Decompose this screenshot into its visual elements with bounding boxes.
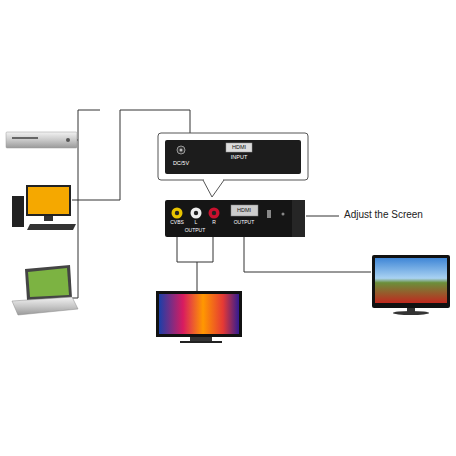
wire xyxy=(120,110,190,134)
art-part xyxy=(6,132,77,148)
wires xyxy=(70,110,371,298)
wire xyxy=(72,110,120,200)
converter-top-panel xyxy=(165,140,301,174)
port-label: DC/5V xyxy=(173,161,189,167)
art-part xyxy=(12,196,24,227)
art-part xyxy=(372,255,450,308)
art-part xyxy=(25,265,72,300)
wire xyxy=(177,237,213,262)
port-label: OUTPUT xyxy=(185,228,206,233)
converter-front-panel xyxy=(165,200,305,237)
dvd-player xyxy=(6,132,77,148)
art-part xyxy=(194,211,198,215)
art-part xyxy=(12,297,78,315)
art-part xyxy=(156,291,242,337)
art-part xyxy=(66,138,70,142)
art-part xyxy=(44,216,53,221)
note-label: Adjust the Screen xyxy=(344,210,423,220)
art-part xyxy=(203,180,224,197)
art-part xyxy=(27,224,76,230)
art-part xyxy=(226,143,252,152)
art-part xyxy=(12,137,38,139)
callout-bubble xyxy=(158,133,308,197)
art-part xyxy=(159,294,239,334)
art-part xyxy=(190,337,212,341)
art-part xyxy=(212,211,216,215)
art-part xyxy=(180,341,222,343)
art-part xyxy=(267,210,271,218)
art-part xyxy=(191,208,202,219)
analog-tv xyxy=(156,291,242,343)
laptop xyxy=(12,265,78,315)
wire xyxy=(244,237,371,272)
art-part xyxy=(231,205,258,216)
art-part xyxy=(172,208,183,219)
wire xyxy=(306,216,339,217)
art-part xyxy=(165,140,301,174)
art-part xyxy=(180,149,183,152)
hdmi-tv xyxy=(372,255,450,315)
art-part xyxy=(393,311,429,315)
desktop-computer xyxy=(12,185,76,230)
port-label: INPUT xyxy=(231,155,248,161)
port-label: R xyxy=(212,220,216,225)
art-part xyxy=(204,178,223,181)
port-label: CVBS xyxy=(170,220,184,225)
art-part xyxy=(177,146,185,154)
output-panel: CVBS L R OUTPUT HDMI OUTPUT xyxy=(165,200,305,237)
art-part xyxy=(175,211,179,215)
port-label: HDMI xyxy=(237,208,251,214)
input-panel: DC/5V HDMI INPUT xyxy=(165,140,301,174)
port-label: OUTPUT xyxy=(234,220,255,225)
art-part xyxy=(165,200,305,237)
port-label: HDMI xyxy=(232,145,246,151)
art-part xyxy=(292,200,305,237)
art-part xyxy=(375,258,447,303)
art-part xyxy=(28,268,69,297)
art-part xyxy=(158,133,308,180)
art-part xyxy=(209,208,220,219)
port-label: L xyxy=(195,220,198,225)
art-part xyxy=(282,213,285,216)
art-part xyxy=(28,187,69,214)
wire xyxy=(197,262,198,291)
art-part xyxy=(26,185,71,216)
